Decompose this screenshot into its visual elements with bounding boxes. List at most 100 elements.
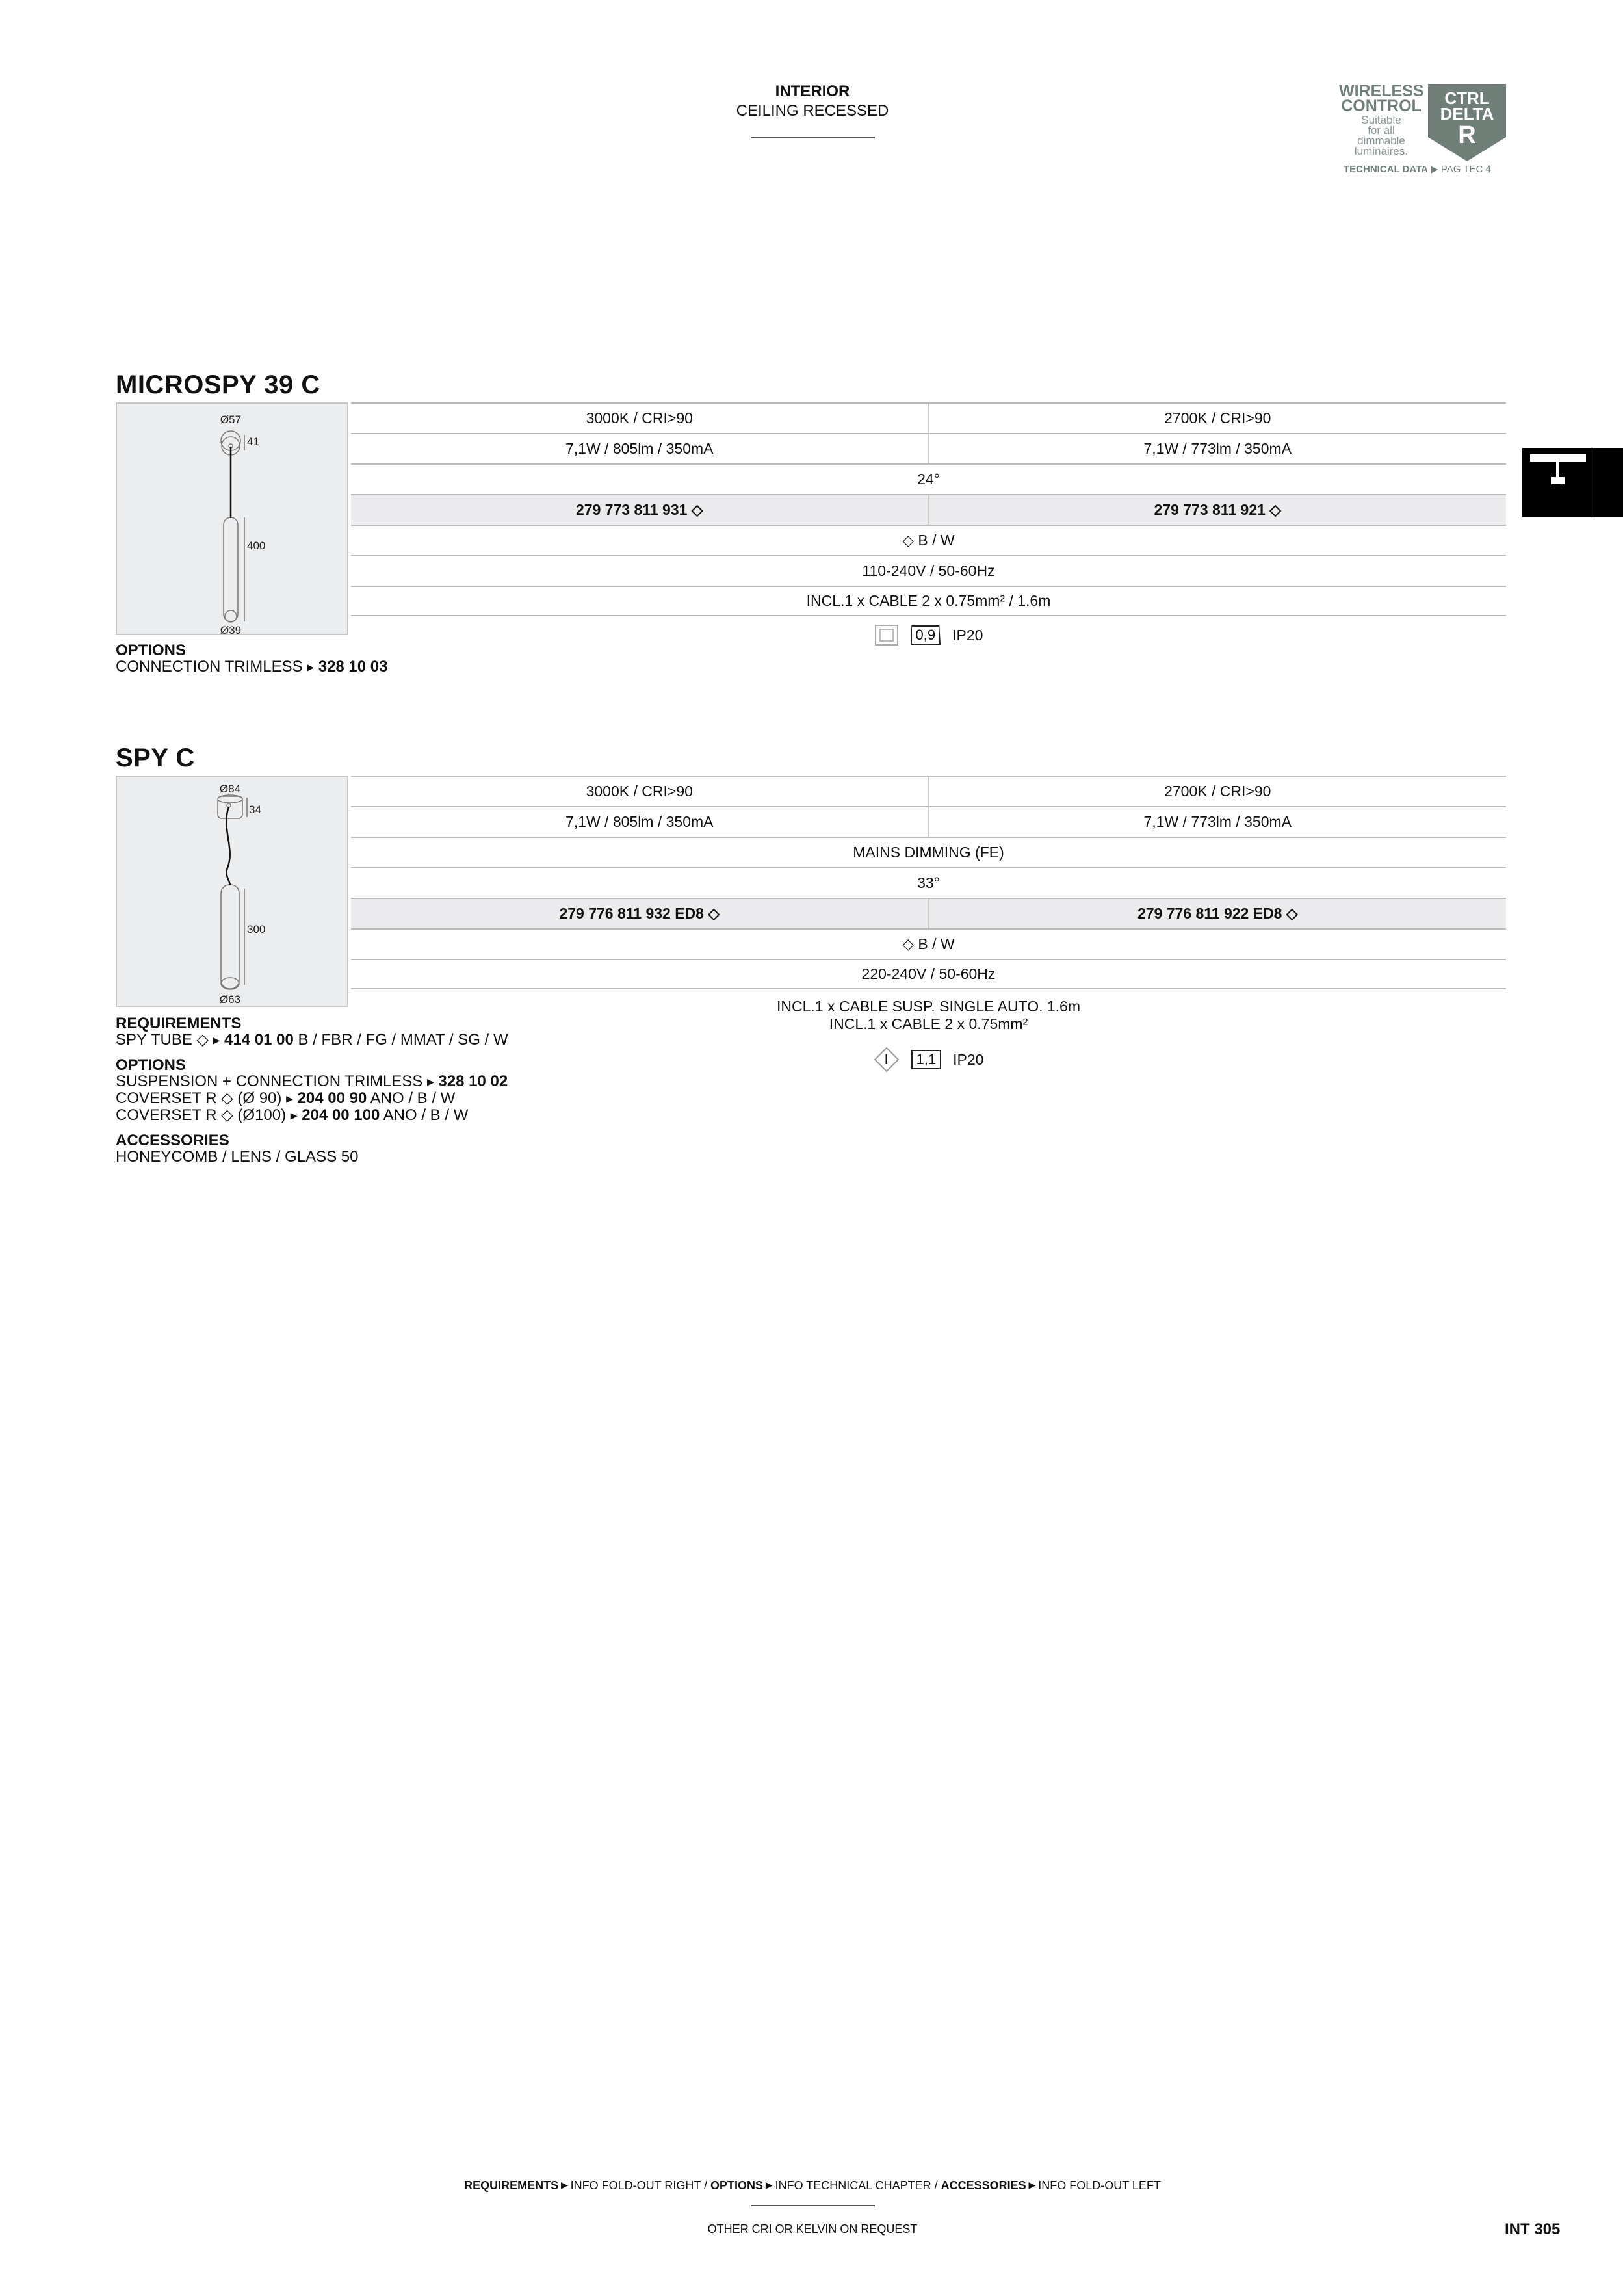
spec-row: ◇ B / W (351, 525, 1506, 555)
product-drawing: Ø57 41 400 Ø39 (116, 402, 348, 636)
arrow-right-icon: ▶ (1026, 2180, 1039, 2190)
spec-row: 7,1W / 805lm / 350mA 7,1W / 773lm / 350mA (351, 806, 1506, 837)
ctrl-delta-shield-icon (1428, 84, 1506, 161)
reference-code: 328 10 03 (314, 658, 388, 675)
reference-code: 328 10 02 (434, 1073, 508, 1090)
article-code-row: 279 776 811 932 ED8 ◇ 279 776 811 922 ED8… (351, 898, 1506, 928)
side-line: HONEYCOMB / LENS / GLASS 50 (116, 1149, 508, 1165)
side-line: COVERSET R ◇ (Ø 90) ▶ 204 00 90 ANO / B … (116, 1090, 508, 1107)
ip-rating: IP20 (953, 1050, 984, 1068)
dim-top-height: 34 (249, 803, 261, 816)
product-title: SPY C (116, 744, 195, 772)
header-divider (751, 137, 875, 138)
text-segment: COVERSET R ◇ (Ø 90) (116, 1089, 287, 1107)
spec-row: MAINS DIMMING (FE) (351, 837, 1506, 867)
article-code: 279 776 811 922 ED8 ◇ (928, 899, 1507, 928)
text-segment: INFO FOLD-OUT RIGHT / (570, 2179, 711, 2192)
dim-length: 400 (247, 540, 265, 552)
arrow-right-icon: ▶ (213, 1035, 220, 1045)
side-heading: OPTIONS (116, 1056, 187, 1074)
spec-cell: 220-240V / 50-60Hz (861, 965, 996, 982)
spec-row: 33° (351, 867, 1506, 898)
dim-length: 300 (247, 923, 265, 935)
technical-data-link[interactable]: TECHNICAL DATA ▶ PAG TEC 4 (1344, 163, 1491, 175)
page-number: INT 305 (1505, 2221, 1561, 2238)
cable-line: INCL.1 x CABLE 2 x 0.75mm² (829, 1015, 1028, 1032)
reference-code: ACCESSORIES (941, 2179, 1026, 2192)
text-segment: SPY TUBE ◇ (116, 1031, 213, 1049)
reference-code: 414 01 00 (220, 1031, 294, 1049)
ceiling-recessed-t-icon (1530, 454, 1586, 484)
logo-wireless: WIRELESS (1339, 82, 1424, 100)
spec-icons: 0,9 IP20 (351, 624, 1506, 646)
footer-legend: REQUIREMENTS ▶ INFO FOLD-OUT RIGHT / OPT… (260, 2179, 1365, 2193)
badge-delta: DELTA (1440, 104, 1494, 124)
arrow-right-icon: ▶ (1431, 164, 1438, 175)
microspy-dimension-drawing: Ø57 41 400 Ø39 (220, 413, 265, 636)
tech-ref: PAG TEC 4 (1440, 164, 1491, 175)
product-drawing: Ø84 34 300 Ø63 (116, 776, 348, 1007)
article-code: 279 776 811 932 ED8 ◇ (559, 905, 720, 922)
spec-row: 110-240V / 50-60Hz (351, 555, 1506, 586)
cable-info: INCL.1 x CABLE SUSP. SINGLE AUTO. 1.6m I… (351, 998, 1506, 1033)
reference-code: 204 00 100 (297, 1106, 380, 1124)
reference-code: REQUIREMENTS (464, 2179, 559, 2192)
arrow-right-icon: ▶ (307, 662, 315, 672)
footer-divider (751, 2205, 875, 2206)
spec-row: ◇ B / W (351, 928, 1506, 959)
logo-suitable: luminaires. (1354, 145, 1409, 157)
text-segment: B / FBR / FG / MMAT / SG / W (293, 1031, 508, 1049)
spec-cell: 7,1W / 773lm / 350mA (928, 807, 1507, 837)
weight-kg: 0,9 (910, 625, 941, 645)
product-title: MICROSPY 39 C (116, 371, 320, 399)
logo-control: CONTROL (1341, 97, 1422, 115)
arrow-right-icon: ▶ (290, 1110, 298, 1121)
chapter-tab[interactable] (1522, 448, 1623, 517)
spy-dimension-drawing: Ø84 34 300 Ø63 (217, 783, 265, 1006)
header-subcategory: CEILING RECESSED (736, 102, 889, 120)
side-line: COVERSET R ◇ (Ø100) ▶ 204 00 100 ANO / B… (116, 1107, 508, 1124)
text-segment: CONNECTION TRIMLESS (116, 658, 307, 675)
badge-r: R (1458, 122, 1476, 149)
spec-cell: 24° (917, 471, 940, 488)
dim-top-diameter: Ø57 (220, 413, 241, 426)
spec-row: 220-240V / 50-60Hz (351, 959, 1506, 989)
spec-cell: 7,1W / 805lm / 350mA (565, 813, 714, 830)
logo-suitable: for all (1368, 124, 1395, 137)
dim-top-height: 41 (247, 436, 259, 448)
article-code: 279 773 811 921 ◇ (928, 495, 1507, 525)
spec-cell: ◇ B / W (902, 935, 955, 952)
arrow-right-icon: ▶ (763, 2180, 775, 2190)
ip-rating: IP20 (952, 626, 983, 644)
class-label: I (884, 1051, 889, 1067)
arrow-right-icon: ▶ (558, 2180, 571, 2190)
class-i-diamond-icon: I (874, 1047, 900, 1073)
header-category: INTERIOR (775, 83, 850, 100)
text-segment: COVERSET R ◇ (Ø100) (116, 1106, 291, 1124)
tech-label: TECHNICAL DATA (1344, 164, 1428, 175)
text-segment: HONEYCOMB / LENS / GLASS 50 (116, 1148, 359, 1166)
article-code: 279 773 811 931 ◇ (576, 501, 703, 518)
arrow-right-icon: ▶ (426, 1076, 434, 1087)
dim-top-diameter: Ø84 (220, 783, 240, 795)
text-segment: ANO / B / W (367, 1089, 456, 1107)
side-heading: ACCESSORIES (116, 1132, 229, 1149)
reference-code: 204 00 90 (292, 1089, 367, 1107)
spec-cell: 3000K / CRI>90 (586, 410, 693, 426)
text-segment: ANO / B / W (380, 1106, 469, 1124)
text-segment: SUSPENSION + CONNECTION TRIMLESS (116, 1073, 427, 1090)
spec-cell: ◇ B / W (902, 532, 955, 549)
logo-suitable: dimmable (1357, 135, 1405, 147)
spec-cell: 2700K / CRI>90 (928, 777, 1507, 806)
text-segment: INFO FOLD-OUT LEFT (1038, 2179, 1161, 2192)
dim-bottom-diameter: Ø63 (220, 993, 240, 1006)
dim-bottom-diameter: Ø39 (220, 624, 241, 634)
spec-cell: 33° (917, 874, 940, 891)
side-line: CONNECTION TRIMLESS ▶ 328 10 03 (116, 659, 387, 675)
